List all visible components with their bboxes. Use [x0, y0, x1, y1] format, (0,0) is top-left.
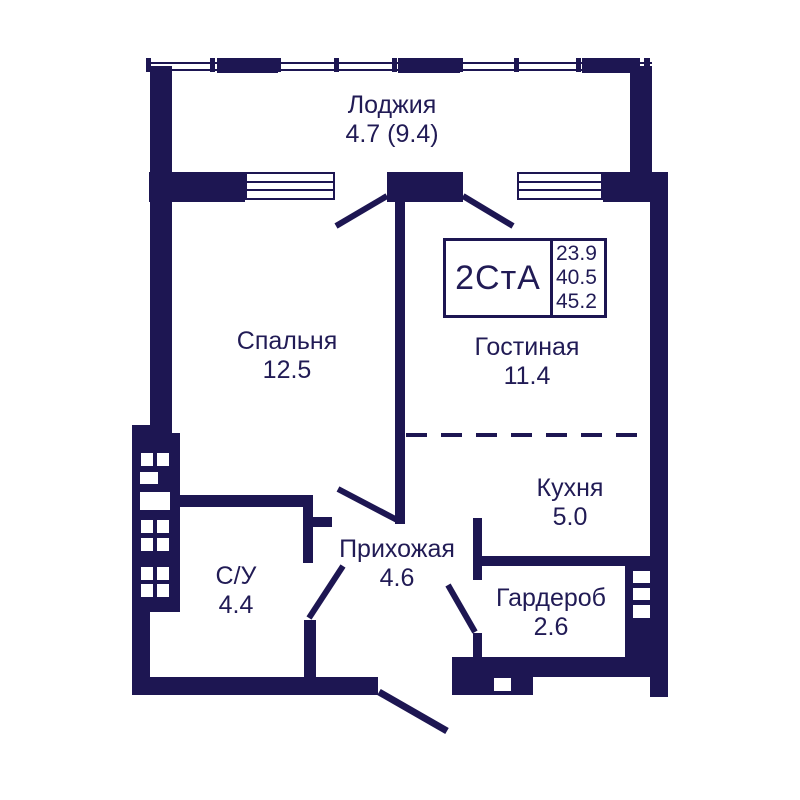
unit-area-total: 45.2	[556, 290, 597, 313]
bathroom-door-jamb	[313, 517, 332, 527]
bottom-wall-west	[132, 677, 378, 695]
room-area: 11.4	[503, 362, 551, 390]
glazing-mullion	[334, 58, 339, 72]
entrance-door-leaf	[377, 688, 449, 735]
unit-areas: 23.9 40.5 45.2	[550, 241, 604, 315]
shaft-hatch	[140, 472, 158, 484]
room-name: Прихожая	[339, 535, 455, 563]
room-name: С/У	[215, 562, 257, 590]
left-wall-upper	[150, 172, 172, 433]
wardrobe-shelf-bar	[625, 566, 633, 657]
top-wall-east	[603, 172, 652, 202]
bedroom-living-divider-wall	[395, 202, 405, 524]
glazing-mullion	[210, 58, 215, 72]
room-area: 4.4	[218, 591, 254, 619]
unit-type-label: 2СтА	[455, 258, 541, 297]
room-label-loggia: Лоджия 4.7 (9.4)	[345, 91, 438, 149]
bottom-wall-east	[452, 677, 533, 695]
room-name: Гардероб	[496, 584, 606, 612]
room-area: 5.0	[552, 503, 588, 531]
shaft-hatch	[157, 538, 169, 551]
loggia-glazing-panel	[217, 58, 278, 73]
right-wall	[650, 172, 668, 697]
loggia-glazing-panel	[582, 58, 640, 73]
room-name: Лоджия	[347, 91, 437, 119]
bathroom-right-wall	[303, 507, 313, 563]
shaft-hatch	[141, 567, 153, 580]
room-label-wardrobe: Гардероб 2.6	[496, 584, 606, 642]
shaft-hatch	[141, 538, 153, 551]
unit-area-living: 23.9	[556, 242, 597, 265]
unit-area-main: 40.5	[556, 266, 597, 289]
wardrobe-bottom-wall	[452, 657, 668, 677]
shelf-slot	[633, 571, 650, 583]
room-area: 4.7 (9.4)	[345, 120, 439, 148]
glazing-mullion	[276, 58, 281, 72]
kitchen-left-wall	[473, 518, 482, 580]
bathroom-lower-jamb	[304, 620, 316, 677]
shaft-hatch	[157, 567, 169, 580]
unit-info-box: 2СтА 23.9 40.5 45.2	[443, 238, 607, 318]
shaft-hatch	[157, 453, 169, 466]
wardrobe-top-wall	[473, 556, 652, 566]
loggia-glazing-panel	[398, 58, 460, 73]
room-label-bathroom: С/У 4.4	[216, 562, 257, 620]
bottom-wall-notch	[494, 678, 511, 691]
room-label-living-room: Гостиная 11.4	[475, 333, 580, 391]
wardrobe-left-jamb	[473, 633, 482, 660]
room-area: 2.6	[533, 613, 569, 641]
glazing-mullion	[644, 58, 650, 72]
room-label-bedroom: Спальня 12.5	[237, 327, 337, 385]
shelf-slot	[633, 605, 650, 618]
room-label-kitchen: Кухня 5.0	[537, 474, 604, 532]
shaft-hatch	[157, 584, 169, 597]
shaft-hatch	[140, 492, 170, 510]
bedroom-window	[245, 172, 335, 200]
bedroom-door-leaf	[336, 486, 401, 524]
glazing-mullion	[514, 58, 519, 72]
room-name: Спальня	[236, 327, 338, 355]
room-area: 12.5	[262, 356, 312, 384]
shaft-hatch	[141, 584, 153, 597]
shaft-hatch	[141, 453, 153, 466]
loggia-right-wall	[630, 66, 652, 172]
balcony-door-leaf-living	[461, 193, 515, 229]
bathroom-door-leaf	[306, 564, 346, 620]
room-label-hallway: Прихожая 4.6	[339, 535, 455, 593]
glazing-mullion	[576, 58, 581, 72]
room-name: Гостиная	[474, 333, 580, 361]
room-area: 4.6	[379, 564, 415, 592]
shelf-slot	[633, 588, 650, 600]
living-room-window	[517, 172, 603, 200]
shaft-hatch	[141, 520, 153, 533]
glazing-mullion	[146, 58, 151, 72]
shaft-hatch	[157, 520, 169, 533]
balcony-door-leaf-bedroom	[334, 193, 389, 229]
room-name: Кухня	[536, 474, 604, 502]
glazing-mullion	[458, 58, 463, 72]
glazing-mullion	[392, 58, 397, 72]
loggia-left-wall	[150, 66, 172, 172]
bathroom-top-wall	[180, 495, 313, 507]
top-wall-center-pier	[387, 172, 463, 202]
